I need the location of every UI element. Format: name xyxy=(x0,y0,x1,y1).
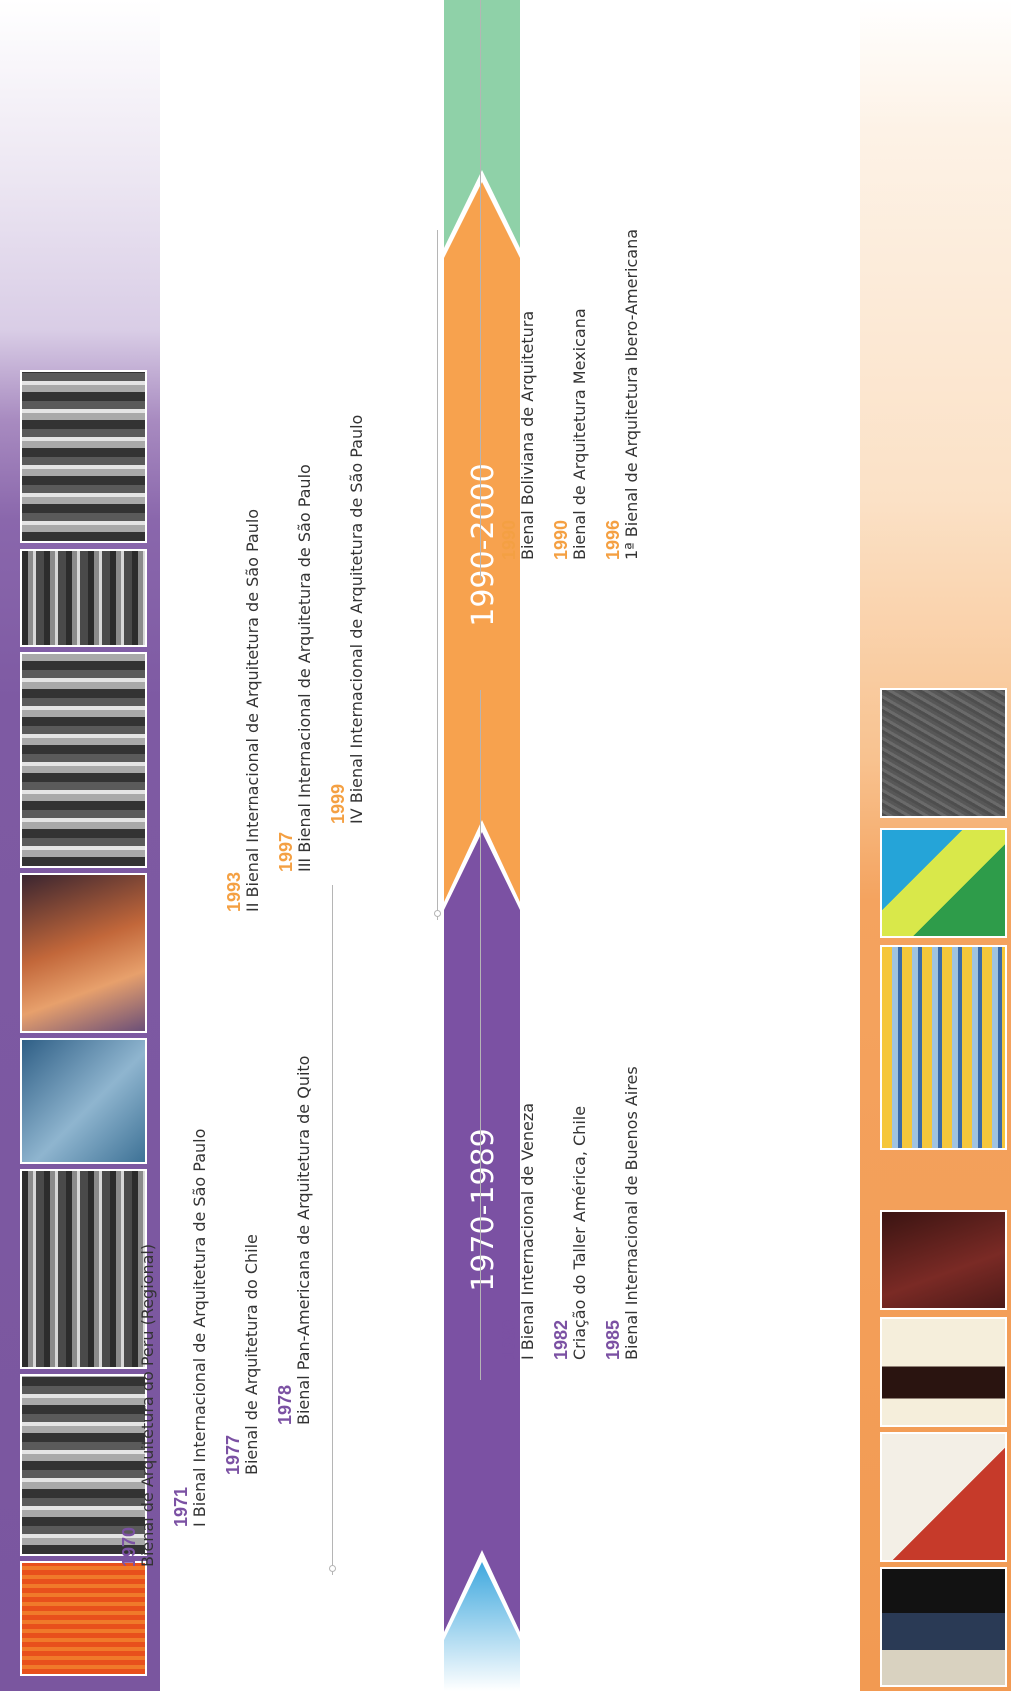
cover-image xyxy=(880,1317,1007,1427)
event-item: 1993 II Bienal Internacional de Arquitet… xyxy=(224,508,262,912)
event-photo xyxy=(20,1038,147,1164)
events-1970-1989-left: 1970 Bienal de Arquitetura do Peru (Regi… xyxy=(119,875,340,1575)
event-year: 1999 xyxy=(328,783,348,824)
event-item: 1971 I Bienal Internacional de Arquitetu… xyxy=(171,1128,209,1527)
segment-1970-1989 xyxy=(444,832,520,1632)
event-photo xyxy=(20,1561,147,1676)
event-text: Bienal Internacional de Buenos Aires xyxy=(622,1066,641,1360)
segment-1990-2000 xyxy=(444,182,520,902)
event-year: 1978 xyxy=(275,1384,295,1425)
event-item: 1985 Bienal Internacional de Buenos Aire… xyxy=(603,1066,641,1360)
event-item: 1997 III Bienal Internacional de Arquite… xyxy=(276,464,314,872)
event-text: Bienal de Arquitetura do Peru (Regional) xyxy=(138,1243,157,1567)
event-year: 1982 xyxy=(551,1319,571,1360)
event-text: III Bienal Internacional de Arquitetura … xyxy=(295,464,314,872)
era-label-1970-1989: 1970-1989 xyxy=(466,1128,501,1292)
event-year: 1996 xyxy=(603,519,623,560)
events-1970-1989-right: 1980 I Bienal Internacional de Veneza 19… xyxy=(480,680,700,1380)
event-year: 1977 xyxy=(223,1434,243,1475)
event-text: Bienal Boliviana de Arquitetura xyxy=(518,310,537,560)
event-item: 1980 I Bienal Internacional de Veneza xyxy=(499,1102,537,1360)
event-text: I Bienal Internacional de Veneza xyxy=(518,1102,537,1360)
event-text: II Bienal Internacional de Arquitetura d… xyxy=(243,508,262,912)
timeline-dot xyxy=(329,1565,336,1572)
cover-image xyxy=(880,1567,1007,1687)
event-item: 1982 Criação do Taller América, Chile xyxy=(551,1105,589,1360)
event-year: 1970 xyxy=(119,1526,139,1567)
event-item: 1978 Bienal Pan-Americana de Arquitetura… xyxy=(275,1055,313,1425)
event-item: 1990 Bienal Boliviana de Arquitetura xyxy=(499,310,537,560)
event-year: 1985 xyxy=(603,1319,623,1360)
segment-start xyxy=(444,1562,520,1691)
event-item: 1977 Bienal de Arquitetura do Chile xyxy=(223,1234,261,1475)
segment-end xyxy=(444,0,520,248)
event-item: 1999 IV Bienal Internacional de Arquitet… xyxy=(328,414,366,824)
event-photo xyxy=(20,1169,147,1369)
cover-image xyxy=(880,828,1007,938)
event-photo xyxy=(20,370,147,543)
event-text: 1ª Bienal de Arquitetura Ibero-Americana xyxy=(622,228,641,560)
event-text: I Bienal Internacional de Arquitetura de… xyxy=(190,1128,209,1527)
event-year: 1993 xyxy=(224,871,244,912)
event-year: 1997 xyxy=(276,831,296,872)
event-photo xyxy=(20,652,147,868)
events-1990-2000-left: 1993 II Bienal Internacional de Arquitet… xyxy=(224,220,445,920)
event-text: Bienal Pan-Americana de Arquitetura de Q… xyxy=(294,1055,313,1425)
event-item: 1990 Bienal de Arquitetura Mexicana xyxy=(551,308,589,560)
event-photo xyxy=(20,1374,147,1556)
event-text: Criação do Taller América, Chile xyxy=(570,1105,589,1360)
timeline-dot xyxy=(434,910,441,917)
cover-image xyxy=(880,945,1007,1150)
cover-image xyxy=(880,688,1007,818)
event-photo xyxy=(20,549,147,647)
event-text: Bienal de Arquitetura Mexicana xyxy=(570,308,589,560)
event-year: 1990 xyxy=(551,519,571,560)
cover-image xyxy=(880,1432,1007,1562)
event-item: 1970 Bienal de Arquitetura do Peru (Regi… xyxy=(119,1243,157,1567)
event-year: 1971 xyxy=(171,1486,191,1527)
era-label-1990-2000: 1990-2000 xyxy=(466,463,501,627)
cover-strip xyxy=(860,0,1011,1691)
event-text: IV Bienal Internacional de Arquitetura d… xyxy=(347,414,366,824)
photo-strip xyxy=(0,0,160,1691)
event-year: 1990 xyxy=(499,519,519,560)
cover-image xyxy=(880,1210,1007,1310)
event-item: 1996 1ª Bienal de Arquitetura Ibero-Amer… xyxy=(603,228,641,560)
event-text: Bienal de Arquitetura do Chile xyxy=(242,1234,261,1475)
event-photo xyxy=(20,873,147,1033)
events-1990-2000-right: 1990 Bienal Boliviana de Arquitetura 199… xyxy=(480,0,700,580)
event-year: 1980 xyxy=(499,1319,519,1360)
